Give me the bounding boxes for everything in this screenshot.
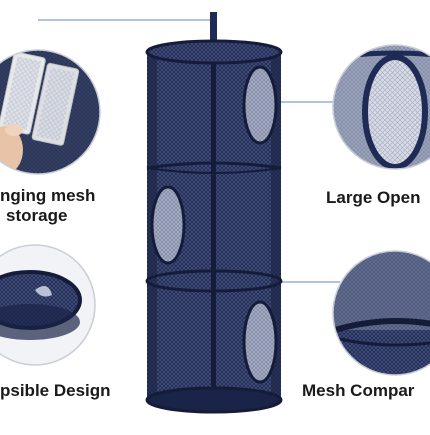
- callout-hanging-line1: nging mesh: [0, 186, 96, 205]
- callout-hanging-line2: storage: [6, 206, 68, 225]
- detail-mesh-compartment: [333, 251, 430, 375]
- callout-mesh-compartment: Mesh Compar: [302, 381, 415, 400]
- hanging-organizer: [145, 12, 283, 414]
- detail-collapsed: [0, 245, 95, 365]
- callout-large-opening: Large Open: [326, 188, 421, 207]
- detail-velcro: [0, 50, 100, 174]
- callout-collapsible-design: psible Design: [0, 381, 111, 400]
- detail-large-opening: [333, 45, 430, 169]
- callout-hanging-mesh-storage: nging mesh storage: [0, 186, 95, 226]
